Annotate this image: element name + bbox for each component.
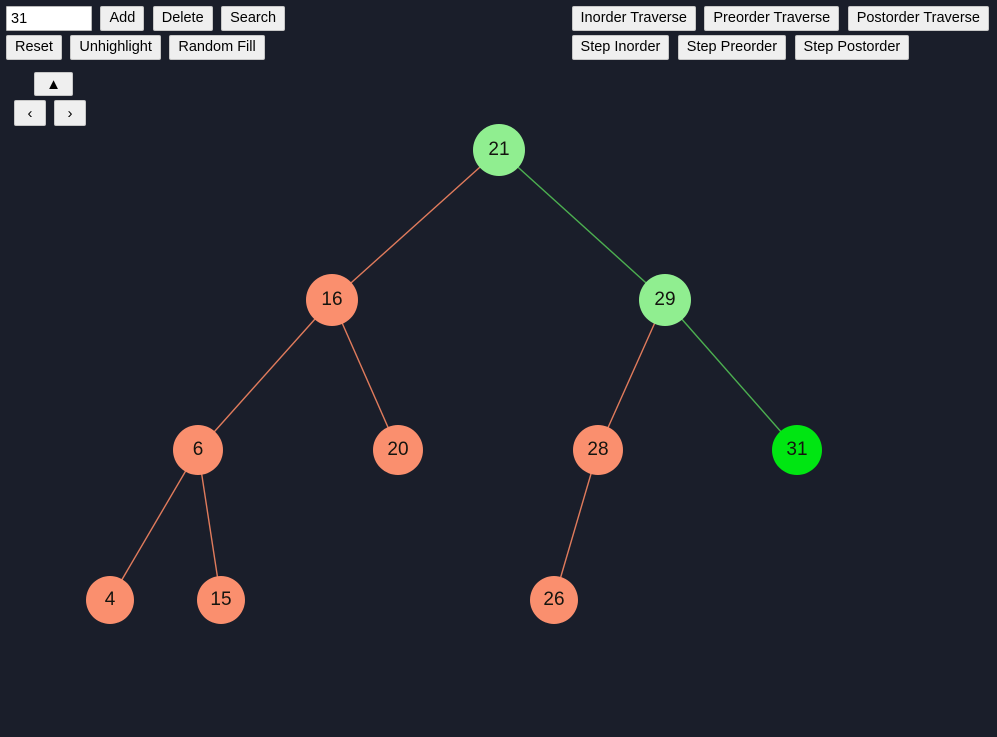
postorder-traverse-button[interactable]: Postorder Traverse — [847, 6, 989, 31]
tree-node-6[interactable]: 6 — [173, 425, 223, 475]
tree-node-label: 20 — [387, 439, 409, 460]
tree-node-31[interactable]: 31 — [772, 425, 822, 475]
preorder-traverse-button[interactable]: Preorder Traverse — [704, 6, 840, 31]
tree-node-label: 31 — [786, 439, 808, 460]
value-input[interactable] — [6, 6, 92, 31]
tree-node-label: 29 — [654, 289, 676, 310]
step-preorder-button[interactable]: Step Preorder — [677, 35, 787, 60]
delete-button[interactable]: Delete — [152, 6, 213, 31]
tree-node-16[interactable]: 16 — [306, 274, 358, 326]
tree-node-label: 4 — [104, 589, 116, 610]
tree-node-21[interactable]: 21 — [473, 124, 525, 176]
nav-right-icon-button[interactable]: › — [54, 100, 86, 126]
left-toolbar: Add Delete Search Reset Unhighlight Rand… — [6, 6, 526, 64]
random-fill-button[interactable]: Random Fill — [169, 35, 265, 60]
tree-node-label: 28 — [587, 439, 609, 460]
step-inorder-button[interactable]: Step Inorder — [571, 35, 670, 60]
toolbar-row-secondary: Reset Unhighlight Random Fill — [6, 35, 526, 60]
tree-node-label: 6 — [192, 439, 204, 460]
tree-node-label: 15 — [210, 589, 232, 610]
nav-left-icon-button[interactable]: ‹ — [14, 100, 46, 126]
tree-node-label: 16 — [321, 289, 343, 310]
tree-node-29[interactable]: 29 — [639, 274, 691, 326]
traversal-row-step: Step Inorder Step Preorder Step Postorde… — [571, 35, 993, 60]
navigation-pad: ▲ ‹ › — [6, 72, 116, 142]
tree-node-28[interactable]: 28 — [573, 425, 623, 475]
nav-up-icon-button[interactable]: ▲ — [34, 72, 73, 96]
traversal-toolbar: Inorder Traverse Preorder Traverse Posto… — [571, 6, 993, 64]
tree-node-26[interactable]: 26 — [530, 576, 578, 624]
inorder-traverse-button[interactable]: Inorder Traverse — [571, 6, 696, 31]
traversal-row-full: Inorder Traverse Preorder Traverse Posto… — [571, 6, 993, 31]
toolbar-row-primary: Add Delete Search — [6, 6, 526, 31]
step-postorder-button[interactable]: Step Postorder — [794, 35, 910, 60]
tree-node-20[interactable]: 20 — [373, 425, 423, 475]
tree-node-4[interactable]: 4 — [86, 576, 134, 624]
search-button[interactable]: Search — [221, 6, 286, 31]
reset-button[interactable]: Reset — [6, 35, 62, 60]
unhighlight-button[interactable]: Unhighlight — [70, 35, 161, 60]
tree-node-15[interactable]: 15 — [197, 576, 245, 624]
add-button[interactable]: Add — [100, 6, 145, 31]
tree-node-label: 26 — [543, 589, 565, 610]
tree-node-label: 21 — [488, 139, 510, 160]
